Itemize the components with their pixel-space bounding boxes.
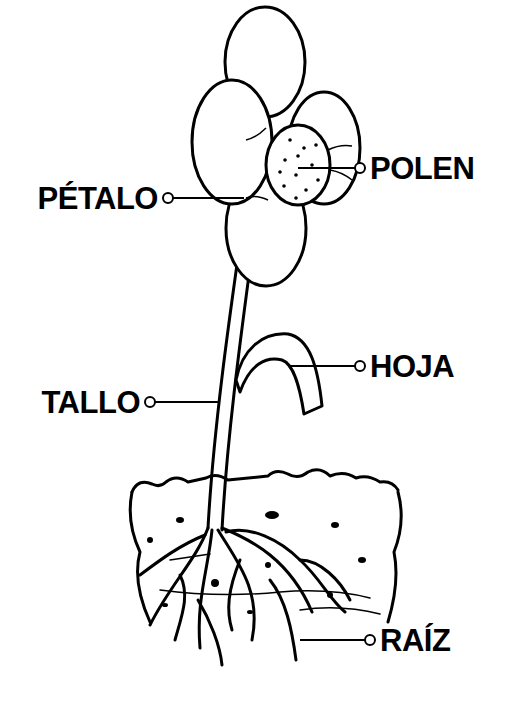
leader-dot — [355, 163, 365, 173]
leader-lines — [145, 163, 375, 645]
leader-line — [150, 401, 218, 403]
part-label: POLEN — [370, 153, 474, 184]
root — [218, 530, 254, 640]
leader-dot — [163, 193, 173, 203]
leader-dot — [145, 397, 155, 407]
flower — [192, 7, 360, 286]
part-label: RAÍZ — [380, 625, 450, 656]
leaf — [236, 334, 322, 414]
soil-edge — [130, 492, 150, 622]
flower-center — [266, 125, 330, 205]
petal-veins — [246, 128, 352, 200]
root — [140, 535, 205, 575]
soil-layer — [160, 590, 370, 598]
part-label: PÉTALO — [38, 183, 158, 214]
root — [270, 580, 296, 660]
soil-dots — [147, 511, 366, 614]
root — [175, 575, 185, 640]
root — [300, 560, 350, 600]
part-label: HOJA — [370, 351, 454, 382]
root — [229, 560, 240, 630]
leader-line — [168, 197, 244, 199]
root — [199, 530, 212, 648]
leader-dot — [365, 635, 375, 645]
soil-outline — [132, 470, 398, 492]
leader-line — [298, 167, 360, 169]
leader-line — [290, 365, 360, 367]
petal — [192, 80, 272, 204]
root — [198, 600, 222, 665]
leader-dot — [355, 361, 365, 371]
part-label: TALLO — [41, 387, 140, 418]
soil-edge — [388, 492, 401, 622]
leader-line — [300, 639, 370, 641]
